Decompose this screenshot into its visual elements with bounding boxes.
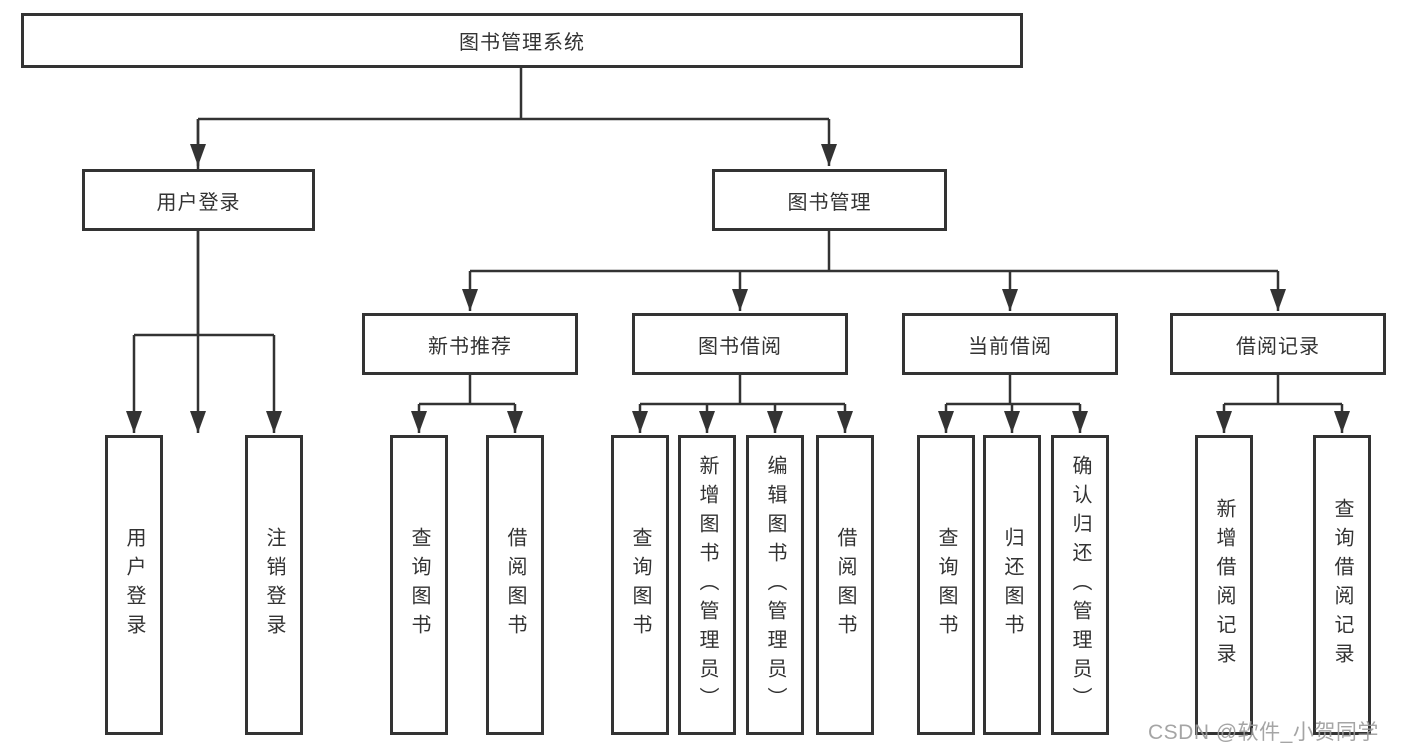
csdn-watermark: CSDN @软件_小贺同学 <box>1148 721 1379 744</box>
node-new-book-recommend: 新书推荐 <box>362 313 578 375</box>
node-book-borrow: 图书借阅 <box>632 313 848 375</box>
leaf-user-login: 用户登录 <box>105 435 163 735</box>
leaf-current-return-books: 归还图书 <box>983 435 1041 735</box>
node-book-management: 图书管理 <box>712 169 947 231</box>
leaf-borrow-add-books-admin: 新增图书（管理员） <box>678 435 736 735</box>
leaf-records-query-borrow-record: 查询借阅记录 <box>1313 435 1371 735</box>
node-borrow-records: 借阅记录 <box>1170 313 1386 375</box>
leaf-current-confirm-return-admin: 确认归还（管理员） <box>1051 435 1109 735</box>
leaf-borrow-query-books: 查询图书 <box>611 435 669 735</box>
leaf-logout: 注销登录 <box>245 435 303 735</box>
node-user-login: 用户登录 <box>82 169 315 231</box>
leaf-newbooks-borrow-books: 借阅图书 <box>486 435 544 735</box>
node-current-borrow: 当前借阅 <box>902 313 1118 375</box>
leaf-current-query-books: 查询图书 <box>917 435 975 735</box>
leaf-newbooks-query-books: 查询图书 <box>390 435 448 735</box>
node-root-library-system: 图书管理系统 <box>21 13 1023 68</box>
leaf-borrow-borrow-books: 借阅图书 <box>816 435 874 735</box>
leaf-borrow-edit-books-admin: 编辑图书（管理员） <box>746 435 804 735</box>
leaf-records-add-borrow-record: 新增借阅记录 <box>1195 435 1253 735</box>
